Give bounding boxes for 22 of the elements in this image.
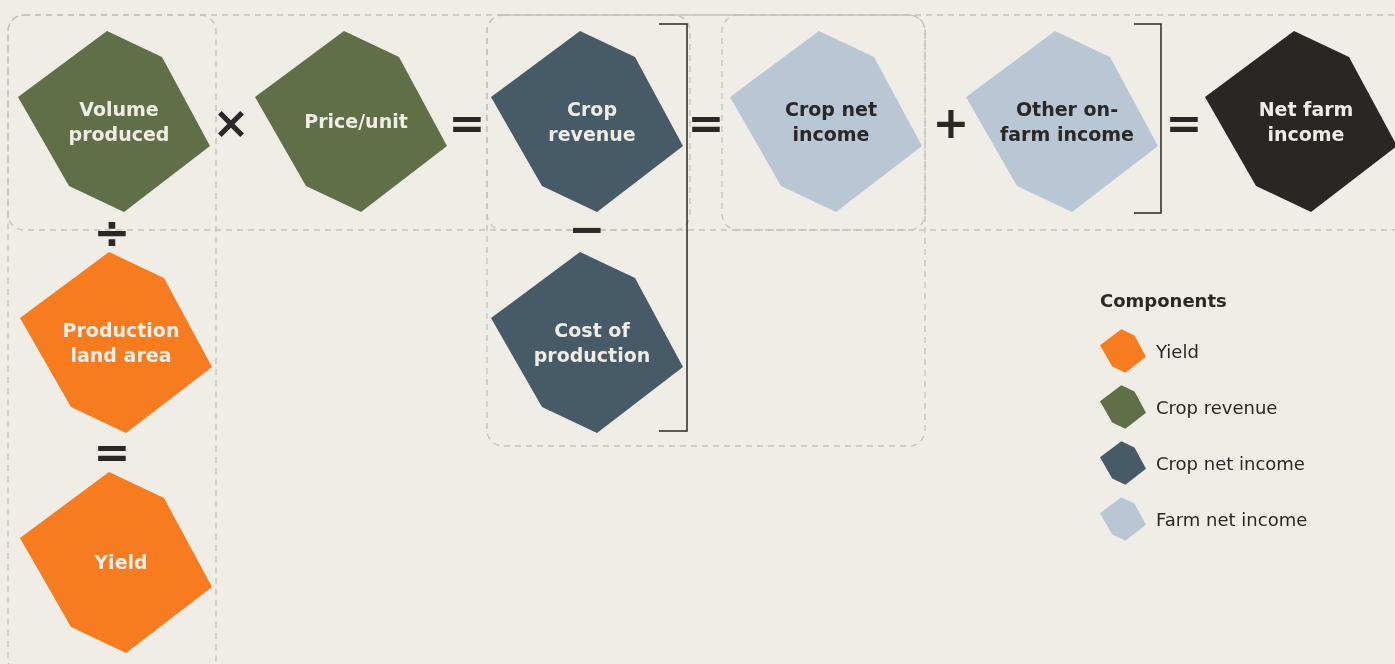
node-label: Production land area [61, 317, 181, 368]
legend-label: Farm net income [1156, 508, 1308, 530]
times-sign: × [212, 101, 250, 145]
legend-label: Crop net income [1156, 452, 1305, 474]
equals-sign: = [93, 430, 131, 474]
node-label: Net farm income [1257, 96, 1355, 147]
division-sign: ÷ [93, 211, 131, 255]
legend-label: Yield [1156, 340, 1199, 362]
node-label: Cost of production [532, 317, 652, 368]
node-label: Other on-farm income [999, 96, 1135, 147]
minus-sign: − [568, 207, 606, 251]
equals-sign: = [448, 101, 486, 145]
plus-sign: + [932, 101, 970, 145]
equals-sign: = [1165, 101, 1203, 145]
node-label: Volume produced [67, 96, 171, 147]
equals-sign: = [687, 101, 725, 145]
legend-label: Crop revenue [1156, 396, 1278, 418]
node-label: Crop revenue [547, 96, 637, 147]
node-label: Crop net income [783, 96, 879, 147]
node-label: Yield [94, 550, 148, 575]
legend-title: Components [1100, 290, 1227, 311]
node-label: Price/unit [304, 109, 408, 134]
